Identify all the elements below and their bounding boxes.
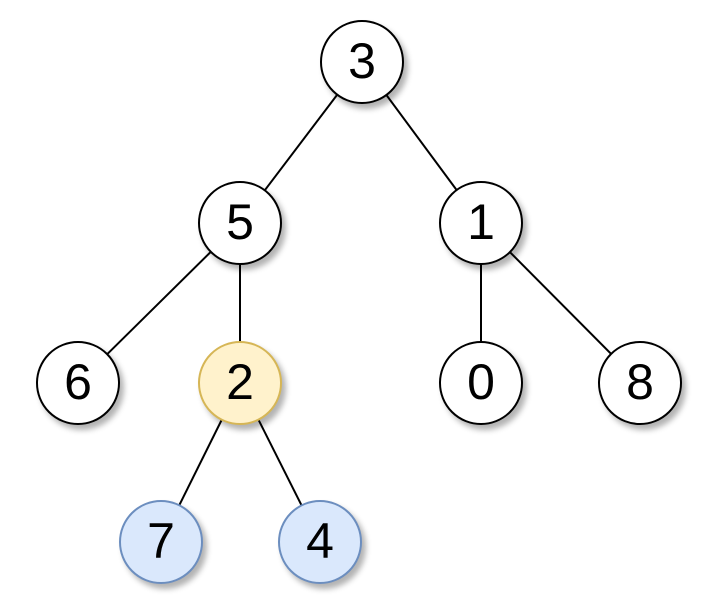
tree-node-5: 5	[198, 181, 282, 265]
tree-node-8: 8	[598, 341, 682, 425]
node-label: 5	[226, 194, 254, 250]
tree-node-0: 0	[439, 341, 523, 425]
tree-node-1: 1	[439, 181, 523, 265]
node-label: 3	[348, 33, 376, 89]
node-label: 2	[226, 354, 254, 410]
node-label: 0	[467, 354, 495, 410]
node-label: 4	[306, 513, 334, 569]
tree-node-7: 7	[119, 500, 203, 584]
node-label: 7	[147, 513, 175, 569]
tree-node-2: 2	[198, 341, 282, 425]
node-label: 6	[64, 354, 92, 410]
tree-node-4: 4	[278, 500, 362, 584]
node-label: 1	[467, 194, 495, 250]
tree-node-6: 6	[36, 341, 120, 425]
tree-node-3: 3	[320, 20, 404, 104]
node-label: 8	[626, 354, 654, 410]
